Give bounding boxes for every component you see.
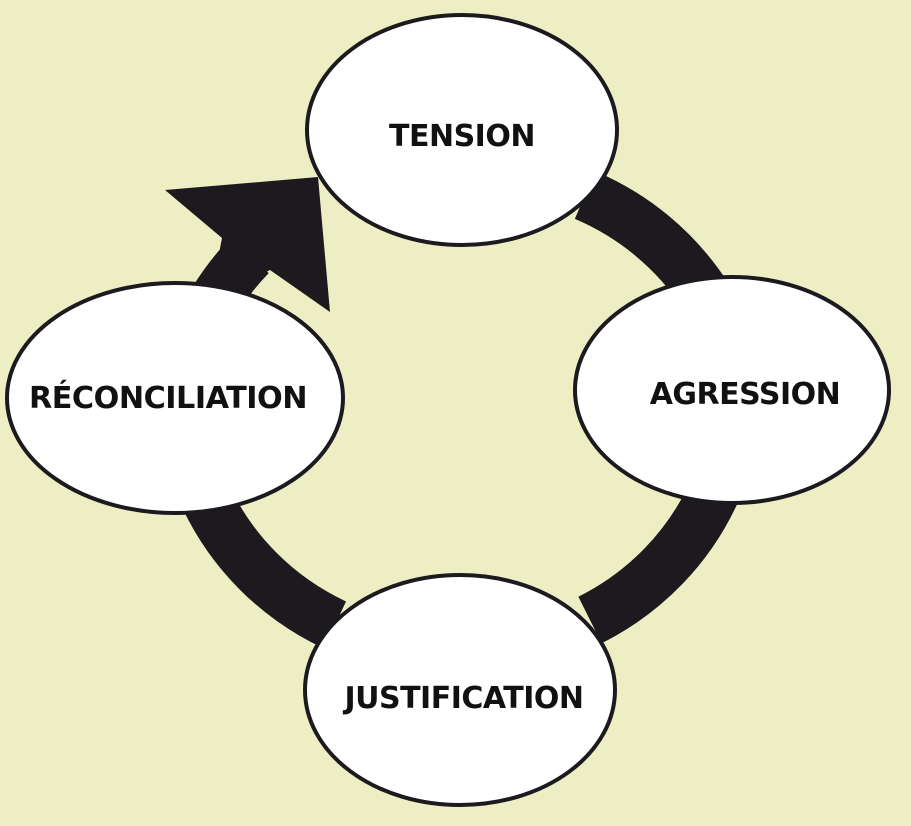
node-agression: AGRESSION <box>573 275 891 505</box>
node-reconciliation: RÉCONCILIATION <box>5 281 345 515</box>
edge-agression-justification <box>577 478 739 644</box>
node-tension: TENSION <box>305 13 619 247</box>
node-label: AGRESSION <box>650 377 841 412</box>
node-label: TENSION <box>389 119 535 154</box>
node-label: JUSTIFICATION <box>342 681 583 716</box>
node-label: RÉCONCILIATION <box>29 380 307 416</box>
node-justification: JUSTIFICATION <box>303 573 617 807</box>
edge-justification-reconciliation <box>181 483 347 649</box>
arrowhead-icon <box>165 177 330 312</box>
